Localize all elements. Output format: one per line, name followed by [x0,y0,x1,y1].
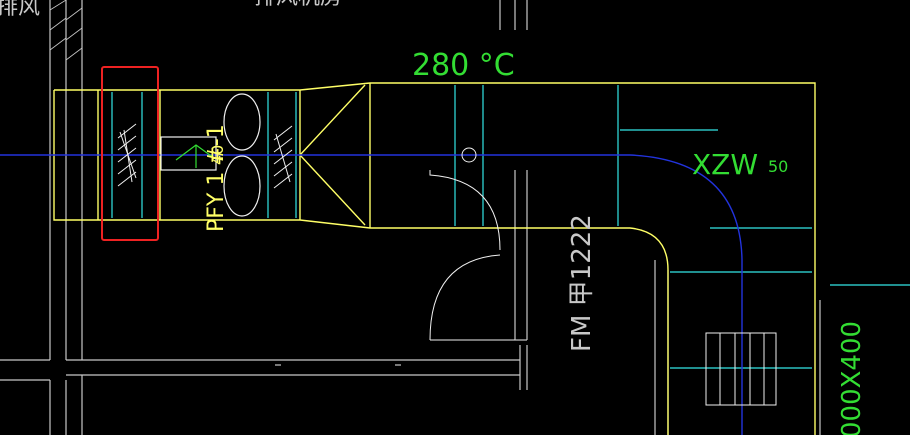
door-swing [429,170,515,341]
selection-highlight[interactable] [101,66,159,241]
room-label-top: 排风机房 [254,0,342,10]
fan-size-label: 40 [208,145,227,165]
fan-name-label: PFY 1 #-1 [204,124,229,232]
wall-hatch [49,0,83,61]
air-filter[interactable] [117,123,137,187]
room-label-top-left: 排风 [0,0,40,20]
valve-label: XZW [692,148,758,181]
temperature-label: 280 °C [412,48,515,83]
filter-section-2 [273,125,293,189]
fan-unit[interactable] [160,93,261,217]
grille[interactable] [705,332,777,406]
wall-lines [0,0,821,435]
duct-centerline [0,154,743,435]
fire-door-label: FM 甲1222 [567,214,597,352]
damper-symbol[interactable] [461,147,477,163]
valve-size-label: 50 [768,157,788,176]
duct-outline [53,82,816,435]
duct-size-label: 000X400 [837,321,867,435]
duct-internal-lines [111,85,910,369]
